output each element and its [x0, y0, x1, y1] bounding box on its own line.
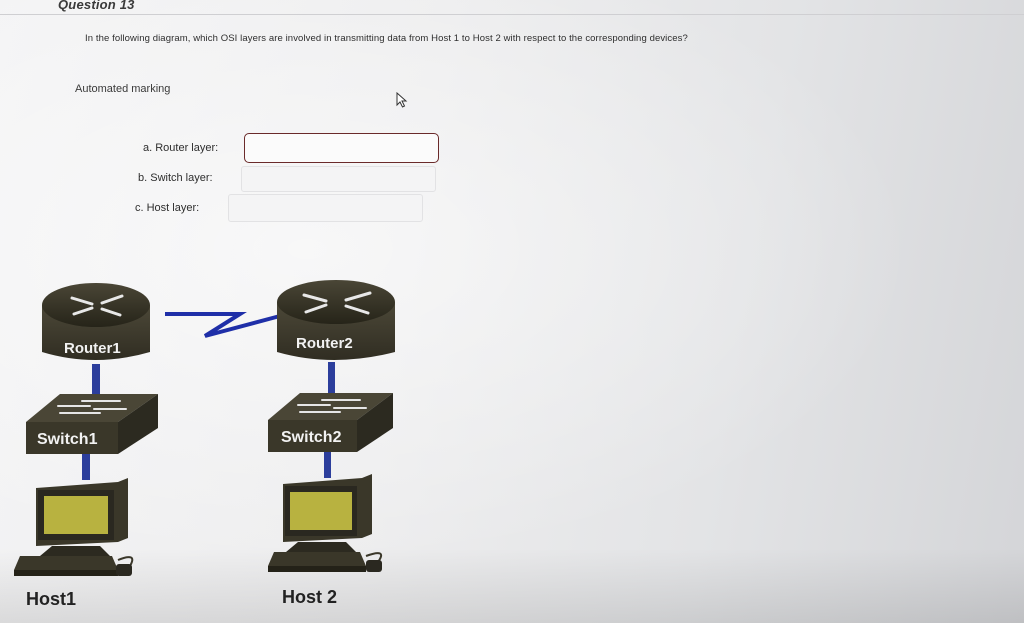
- computer-icon: [14, 478, 134, 576]
- host-layer-input[interactable]: [228, 194, 423, 222]
- router2-label: Router2: [296, 335, 353, 352]
- switch-layer-input[interactable]: [241, 166, 436, 192]
- router1-switch1-link: [92, 364, 100, 396]
- switch1-host1-link: [82, 454, 90, 480]
- host1-label: Host1: [26, 589, 77, 609]
- question-title: Question 13: [58, 0, 135, 12]
- serial-link: [165, 312, 281, 338]
- router2-switch2-link: [328, 362, 335, 394]
- question-text: In the following diagram, which OSI laye…: [85, 33, 688, 44]
- router-layer-label: a. Router layer:: [143, 142, 219, 154]
- switch-layer-label: b. Switch layer:: [138, 172, 213, 184]
- switch2-label: Switch2: [281, 429, 342, 446]
- switch2-host2-link: [324, 452, 331, 478]
- router-layer-input[interactable]: [244, 133, 439, 163]
- header-divider: [0, 14, 1024, 15]
- switch-icon: [268, 393, 393, 452]
- marking-label: Automated marking: [75, 83, 171, 95]
- router1-label: Router1: [64, 340, 121, 357]
- host-layer-label: c. Host layer:: [135, 202, 200, 214]
- host2-label: Host 2: [282, 587, 338, 607]
- router-icon: [277, 280, 395, 360]
- computer-icon: [268, 474, 382, 572]
- router-icon: [42, 283, 150, 360]
- cursor-icon: [396, 92, 408, 108]
- network-diagram: Router1 Router2 Switch1: [14, 280, 395, 576]
- switch-icon: [26, 394, 158, 454]
- switch1-label: Switch1: [37, 431, 98, 448]
